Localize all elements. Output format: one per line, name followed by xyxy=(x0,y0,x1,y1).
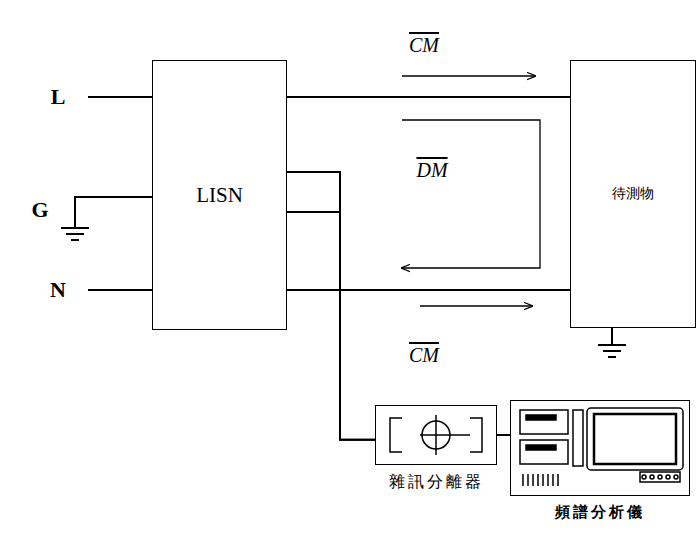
node-label: 待測物 xyxy=(612,185,654,203)
cm-label: CM xyxy=(409,344,439,366)
wire-connector xyxy=(287,212,375,440)
wire-connector xyxy=(497,434,510,436)
line-wire xyxy=(88,96,152,98)
wire-connector xyxy=(287,289,570,291)
node-label: 頻譜分析儀 xyxy=(555,503,645,522)
wire-connector xyxy=(287,96,570,98)
key-stroke xyxy=(552,474,554,486)
node-label: LISN xyxy=(196,183,243,208)
analyzer-illustration xyxy=(520,408,683,482)
ground-symbol xyxy=(61,228,89,240)
neutral-wire xyxy=(88,289,152,291)
key-stroke xyxy=(547,474,549,486)
cm-arrow xyxy=(402,75,535,76)
analyzer-keys xyxy=(523,474,678,486)
node-label: 雜訊分離器 xyxy=(389,472,484,493)
lisn-box: LISN xyxy=(152,60,287,330)
key-stroke xyxy=(532,474,534,486)
analyzer-box: 頻譜分析儀 xyxy=(510,400,690,496)
key-dot xyxy=(666,475,670,479)
ground-wire xyxy=(75,197,152,228)
dm-label: DM xyxy=(416,159,447,181)
key-stroke xyxy=(522,474,524,486)
key-dot xyxy=(674,475,678,479)
key-stroke xyxy=(542,474,544,486)
key-dot xyxy=(650,475,654,479)
neutral-label: N xyxy=(50,278,66,302)
dm-arrow xyxy=(402,120,540,268)
ground-label: G xyxy=(31,198,48,222)
key-stroke xyxy=(557,474,559,486)
dut-box: 待測物 xyxy=(570,60,696,328)
cm-label: CM xyxy=(409,34,439,56)
separator-symbol xyxy=(390,415,482,455)
line-label: L xyxy=(51,85,66,109)
key-dot xyxy=(658,475,662,479)
key-stroke xyxy=(527,474,529,486)
key-stroke xyxy=(537,474,539,486)
separator-box: 雜訊分離器 xyxy=(375,405,497,465)
key-dot xyxy=(642,475,646,479)
ground-symbol xyxy=(598,328,626,357)
wire-connector xyxy=(287,172,375,440)
cm-arrow xyxy=(420,305,532,306)
